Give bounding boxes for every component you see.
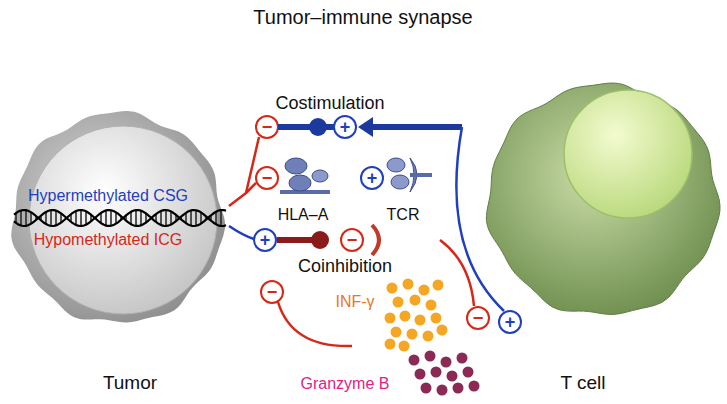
molecule-label: TCR	[387, 206, 420, 224]
cell-label: Tumor	[103, 372, 157, 394]
dna-rung	[20, 210, 22, 225]
tcr-molecule	[391, 175, 409, 189]
hla-molecule	[289, 175, 311, 191]
dna-rung	[85, 211, 87, 224]
dna-rung	[160, 211, 162, 225]
dna-rung	[50, 210, 52, 226]
dna-rung	[30, 212, 32, 224]
dna-rung	[195, 210, 197, 226]
dna-rung	[190, 210, 192, 225]
inhibition-sign: −	[473, 309, 484, 327]
dna-rung	[135, 210, 137, 226]
dna-rung	[140, 211, 142, 226]
tumor-body	[29, 126, 217, 314]
dna-helix	[14, 210, 226, 226]
dna-rung	[105, 210, 107, 225]
inhibition-sign: −	[347, 231, 358, 249]
gene-label: Hypermethylated CSG	[28, 187, 188, 205]
ligand-head	[309, 118, 327, 136]
inhibition-sign: −	[267, 283, 278, 301]
sign-circle	[334, 116, 356, 138]
tcr-molecule	[387, 158, 405, 172]
granzyme-dots	[409, 351, 480, 396]
sign-circle	[467, 307, 489, 329]
dna-rung	[55, 211, 57, 226]
dna-rung	[115, 212, 117, 223]
t-cell-membrane	[486, 83, 720, 314]
inhibition-line	[246, 183, 256, 193]
dna-rung	[220, 210, 222, 226]
cell-outline	[10, 110, 226, 326]
inhibition-line	[440, 240, 474, 306]
receptor-bar	[368, 124, 462, 130]
gene-label: Hypomethylated ICG	[34, 231, 183, 249]
dna-rung	[165, 210, 167, 226]
inhibition-sign: −	[262, 169, 273, 187]
pathway-label: Costimulation	[275, 93, 384, 114]
cytokine-dots	[385, 279, 448, 352]
molecule-label: HLA–A	[278, 206, 329, 224]
activation-sign: +	[260, 231, 271, 249]
coinhibitory-ligand-bar	[277, 237, 313, 243]
dna-rung	[80, 210, 82, 226]
dna-rung	[25, 210, 27, 226]
hla-molecule	[312, 170, 328, 182]
sign-circle	[256, 116, 278, 138]
dna-rung	[110, 210, 112, 226]
t-cell-nucleus	[564, 90, 692, 218]
sign-circle	[254, 229, 276, 251]
activation-line	[229, 226, 254, 239]
inhibition-sign: −	[262, 118, 273, 136]
cell-label: T cell	[560, 372, 605, 394]
t-cell: T cell	[485, 82, 721, 318]
coinhibitory-receptor	[372, 225, 379, 255]
dna-strand	[14, 210, 226, 226]
dna-rung	[45, 212, 47, 224]
receptor-arrowhead	[358, 117, 373, 137]
coinhibitory-ligand-head	[311, 231, 329, 249]
hla-molecule	[285, 158, 307, 174]
tumor-cell: Hypermethylated CSGHypomethylated ICGTum…	[10, 110, 226, 326]
dna-rung	[215, 212, 217, 225]
dna-rung	[130, 212, 132, 224]
activation-sign: +	[367, 169, 378, 187]
sign-circle	[499, 311, 521, 333]
sign-circle	[341, 229, 363, 251]
dna-rung	[75, 211, 77, 225]
cell-outline	[485, 82, 721, 318]
sign-circle	[256, 167, 278, 189]
activation-sign: +	[505, 313, 516, 331]
inhibition-line	[229, 137, 259, 206]
diagram-title: Tumor–immune synapse	[253, 6, 472, 29]
activation-sign: +	[340, 118, 351, 136]
dna-strand	[14, 210, 226, 226]
ligand-bar	[278, 124, 311, 130]
cytokine-label: INF-γ	[335, 293, 374, 311]
sign-circle	[361, 167, 383, 189]
ligand-bar	[326, 124, 334, 130]
tumor-membrane	[11, 111, 225, 323]
pathway-label: Coinhibition	[298, 256, 392, 277]
dna-rung	[170, 211, 172, 224]
tcr-stem	[410, 173, 432, 177]
sign-circle	[261, 281, 283, 303]
cytokine-label: Granzyme B	[301, 375, 390, 393]
